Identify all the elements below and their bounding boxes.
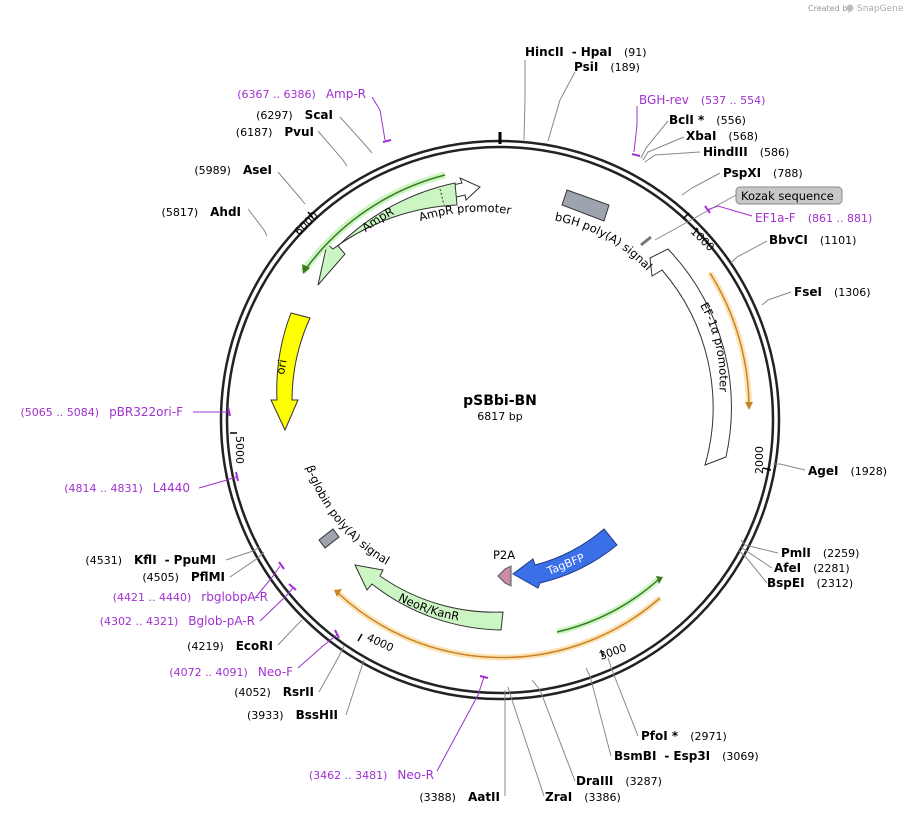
enzyme-psii[interactable]: PsiI(189)	[574, 60, 640, 74]
ruler-tick-6000	[307, 211, 314, 219]
ef1a-promoter-arrow[interactable]	[649, 248, 732, 466]
kozak-leader	[654, 194, 737, 241]
ruler-tick-1000	[682, 212, 690, 220]
leader-lines	[225, 60, 806, 797]
enzyme-pfoi[interactable]: PfoI *(2971)	[641, 729, 727, 743]
ori-arrow[interactable]	[270, 312, 311, 432]
enzyme-kfli-ppumi[interactable]: (4531)KflI-PpuMI	[85, 553, 216, 567]
ruler-tick-2000	[762, 467, 772, 471]
ruler-label-2000: 2000	[753, 446, 766, 474]
enzyme-zrai[interactable]: ZraI(3386)	[545, 790, 621, 804]
enzyme-ahdi[interactable]: (5817)AhdI	[162, 205, 241, 219]
beta-globin-polya-box[interactable]	[318, 528, 340, 549]
neor-kanr-arrow[interactable]	[354, 564, 504, 631]
tagbfp-orf-arrowhead	[656, 576, 663, 584]
p2a-arrow[interactable]	[497, 565, 512, 587]
primer-pbr322ori-f[interactable]: (5065 .. 5084)pBR322ori-F	[21, 405, 184, 419]
ruler-tick-4000	[357, 633, 363, 642]
ruler-label-3000: 3000	[598, 641, 629, 663]
backbone-inner-strand	[225, 145, 775, 695]
primer-leader-lines	[193, 96, 753, 772]
enzyme-afei[interactable]: AfeI(2281)	[774, 561, 850, 575]
enzyme-bcli[interactable]: BclI *(556)	[669, 113, 746, 127]
primer-amp-r[interactable]: (6367 .. 6386)Amp-R	[237, 87, 366, 101]
primer-l4440[interactable]: (4814 .. 4831)L4440	[64, 481, 190, 495]
ruler-label-4000: 4000	[365, 631, 396, 655]
ruler-label-5000: 5000	[233, 436, 246, 464]
tagbfp-orf-band	[556, 577, 660, 635]
enzyme-hindiii[interactable]: HindIII(586)	[703, 145, 789, 159]
bgh-polya-box[interactable]	[561, 189, 610, 222]
beta-globin-polya-label: β-globin poly(A) signal	[303, 463, 392, 567]
ampr-orf-arrowhead	[302, 264, 310, 274]
ef1a-orf-line	[709, 272, 750, 406]
ampr-orf-line	[304, 174, 446, 271]
enzyme-xbai[interactable]: XbaI(568)	[686, 129, 758, 143]
enzyme-aatii[interactable]: (3388)AatII	[419, 790, 500, 804]
primer-neo-r[interactable]: (3462 .. 3481)Neo-R	[309, 768, 434, 782]
primer-neo-f[interactable]: (4072 .. 4091)Neo-F	[169, 665, 293, 679]
ampr-internal-marker	[439, 188, 445, 206]
enzyme-pspxi[interactable]: PspXI(788)	[723, 166, 803, 180]
enzyme-bsshii[interactable]: (3933)BssHII	[247, 708, 338, 722]
enzyme-pmli[interactable]: PmlI(2259)	[781, 546, 859, 560]
neo-orf-line	[337, 592, 661, 659]
enzyme-hincii-hpai[interactable]: HincII-HpaI(91)	[525, 45, 647, 59]
enzyme-bsmbi-esp3i[interactable]: BsmBI-Esp3I(3069)	[614, 749, 759, 763]
ef1a-orf-arrowhead	[745, 402, 753, 410]
neo-orf-arrowhead	[334, 589, 342, 597]
p2a-label: P2A	[493, 548, 515, 562]
plasmid-size: 6817 bp	[477, 410, 522, 423]
enzyme-agei[interactable]: AgeI(1928)	[808, 464, 887, 478]
enzyme-bbvci[interactable]: BbvCI(1101)	[769, 233, 856, 247]
kozak-marker[interactable]	[640, 235, 652, 247]
plasmid-name: pSBbi-BN	[463, 393, 537, 409]
enzyme-rsrii[interactable]: (4052)RsrII	[234, 685, 314, 699]
enzyme-pflmi[interactable]: (4505)PflMI	[142, 570, 225, 584]
tagbfp-arrow[interactable]	[512, 528, 618, 589]
snapgene-logo-icon	[846, 4, 854, 12]
primer-bgh-rev[interactable]: BGH-rev(537 .. 554)	[639, 93, 765, 107]
snapgene-logo-text: SnapGene	[857, 4, 904, 14]
ruler-label-6000: 6000	[292, 209, 321, 238]
tagbfp-orf-line	[556, 579, 659, 633]
enzyme-fsei[interactable]: FseI(1306)	[794, 285, 871, 299]
kozak-label: Kozak sequence	[741, 189, 834, 203]
primer-ef1a-f[interactable]: EF1a-F(861 .. 881)	[755, 211, 872, 225]
enzyme-bspei[interactable]: BspEI(2312)	[767, 576, 853, 590]
enzyme-draiii[interactable]: DraIII(3287)	[576, 774, 662, 788]
enzyme-scai[interactable]: (6297)ScaI	[256, 108, 333, 122]
enzyme-asei[interactable]: (5989)AseI	[194, 163, 272, 177]
primer-rbglobpa-r[interactable]: (4421 .. 4440)rbglobpA-R	[113, 590, 268, 604]
enzyme-pvui[interactable]: (6187)PvuI	[236, 125, 314, 139]
primer-bglob-pa-r[interactable]: (4302 .. 4321)Bglob-pA-R	[100, 614, 255, 628]
ruler-tick-3000	[600, 649, 604, 658]
ampr-arrow[interactable]	[317, 182, 458, 286]
ori-label: ori	[273, 358, 289, 375]
created-by-text: Created by	[808, 4, 852, 13]
enzyme-ecori[interactable]: (4219)EcoRI	[187, 639, 273, 653]
